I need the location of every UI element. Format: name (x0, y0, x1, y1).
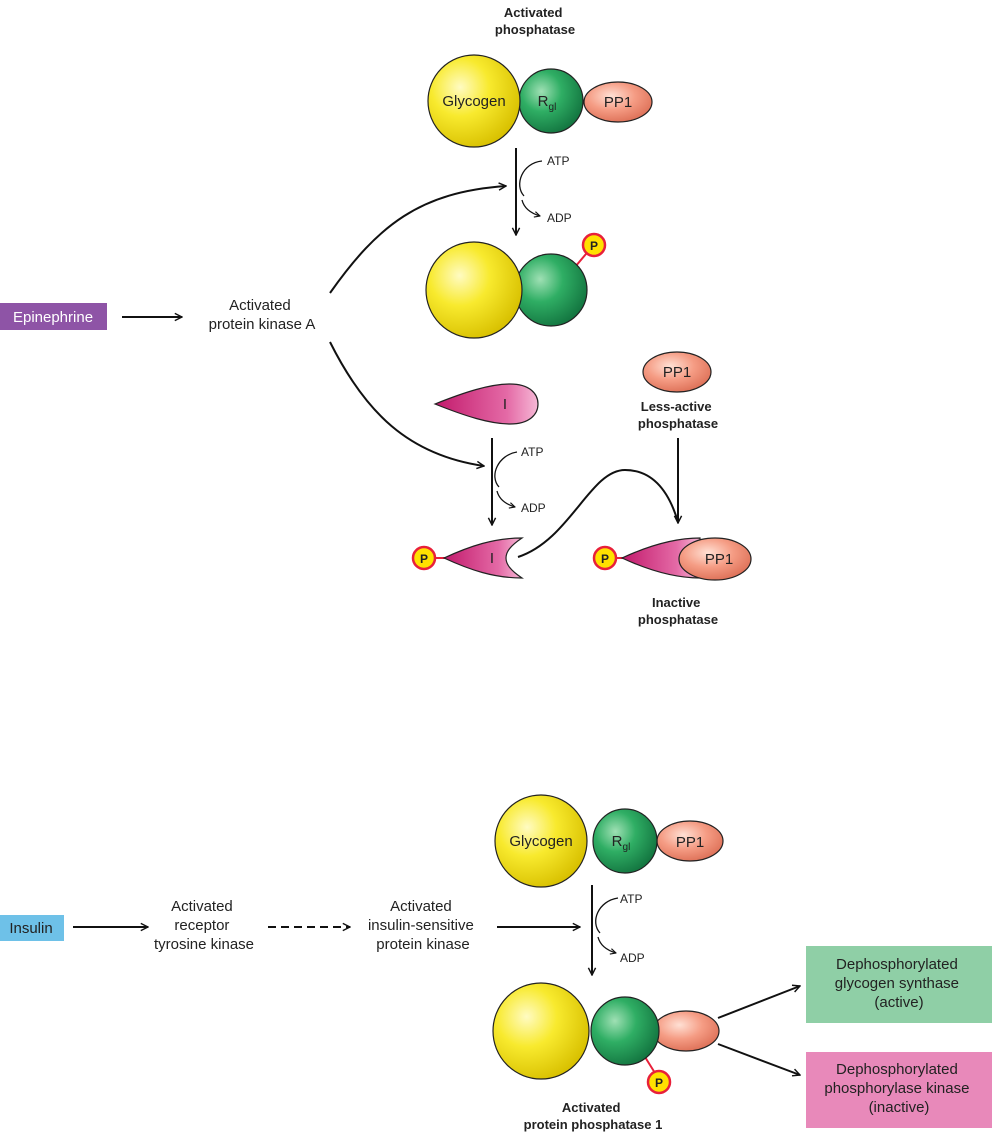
inhibitor-label: I (490, 550, 494, 567)
adp-curve (597, 936, 616, 953)
inhibitor-label: I (503, 396, 507, 413)
phosphorylated-glycogen-rgl-complex: P (425, 232, 607, 339)
epinephrine-box (0, 303, 107, 330)
phosphate-label: P (590, 239, 598, 253)
atp-label: ATP (521, 445, 543, 459)
to-synthase-arrow (717, 986, 800, 1019)
inactive-phosphatase-label: Inactive phosphatase (638, 595, 718, 627)
activated-pp1-label: Activated protein phosphatase 1 (524, 1100, 663, 1132)
activated-pp1-complex: P (492, 982, 720, 1095)
adp-label: ADP (620, 951, 645, 965)
pp1-label: PP1 (663, 364, 691, 381)
glycogen-rgl-pp1-complex: Glycogen Rgl PP1 (427, 54, 653, 148)
to-kinase-arrow (717, 1043, 800, 1075)
phosphate-group (411, 545, 437, 571)
inhibitor-1: I (433, 383, 539, 425)
insulin-label: Insulin (9, 920, 52, 937)
less-active-pp1: PP1 (642, 351, 712, 393)
phosphorylated-inhibitor-1: P I (411, 537, 524, 579)
pka-to-rgl-arrow (329, 186, 506, 294)
glycogen-synthase-box (806, 946, 992, 1023)
phosphate-label: P (655, 1076, 663, 1090)
pp1-label: PP1 (676, 834, 704, 851)
adp-label: ADP (521, 501, 546, 515)
glycogen-particle (492, 982, 590, 1080)
phosphate-group (646, 1069, 672, 1095)
pp1-label: PP1 (705, 551, 733, 568)
glycogen-synthase-label: Dephosphorylated glycogen synthase (acti… (835, 956, 963, 1011)
glycogen-label: Glycogen (442, 93, 505, 110)
atp-curve (595, 897, 619, 934)
adp-label: ADP (547, 211, 572, 225)
rgl-subunit (592, 808, 658, 874)
glycogen-particle (494, 794, 588, 888)
rgl-label: Rgl (538, 93, 557, 113)
atp-label: ATP (547, 154, 569, 168)
phosphate-label: P (420, 552, 428, 566)
glycogen-rgl-pp1-complex: Glycogen Rgl PP1 (494, 794, 724, 888)
rgl-label: Rgl (612, 833, 631, 853)
activated-insulin-kinase-label: Activated insulin-sensitive protein kina… (368, 898, 478, 953)
glycogen-label: Glycogen (509, 833, 572, 850)
pp1-subunit (583, 81, 653, 123)
rgl-subunit (514, 253, 588, 327)
activated-phosphatase-label: Activated phosphatase (495, 5, 575, 37)
phosphate-label: P (601, 552, 609, 566)
glycogen-particle (425, 241, 523, 339)
pka-to-inhibitor-arrow (329, 341, 484, 466)
adp-curve (496, 490, 515, 507)
rgl-subunit (590, 996, 660, 1066)
activated-receptor-label: Activated receptor tyrosine kinase (154, 898, 254, 953)
rgl-subunit (518, 68, 584, 134)
inhibitor-binding-curve (517, 468, 679, 558)
atp-label: ATP (620, 892, 642, 906)
phosphate-group (581, 232, 607, 258)
pp1-label: PP1 (604, 94, 632, 111)
glycogen-particle (427, 54, 521, 148)
pp1-subunit (652, 1010, 720, 1052)
atp-curve (494, 451, 518, 488)
epinephrine-label: Epinephrine (13, 309, 93, 326)
atp-curve (519, 160, 543, 197)
phosphate-group (592, 545, 618, 571)
less-active-phosphatase-label: Less-active phosphatase (638, 399, 718, 431)
insulin-box (0, 915, 64, 941)
activated-pka-label: Activated protein kinase A (209, 297, 316, 333)
phosphorylase-kinase-box (806, 1052, 992, 1128)
adp-curve (521, 199, 540, 216)
inactive-phosphatase-complex: P PP1 (592, 537, 752, 581)
phosphorylase-kinase-label: Dephosphorylated phosphorylase kinase (i… (824, 1061, 973, 1116)
